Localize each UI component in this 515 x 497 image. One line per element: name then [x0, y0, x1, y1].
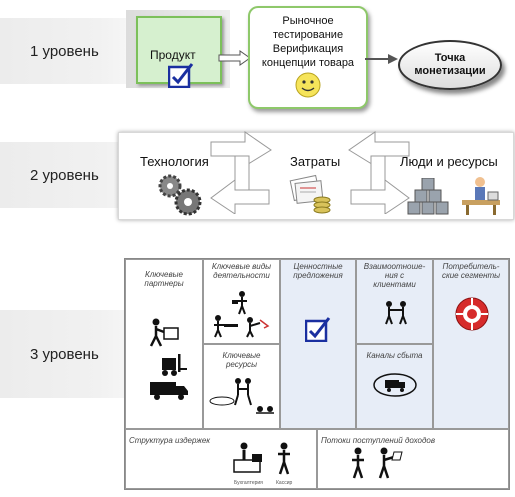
- product-label: Продукт: [150, 48, 196, 62]
- cell-cost-structure: Структура издержек Бухгалтерия Кассир: [125, 429, 317, 489]
- buyers-icon: [352, 447, 403, 479]
- segments-line-2: ские сегменты: [441, 271, 501, 280]
- workers-icon: [214, 291, 270, 338]
- cell-value-propositions: Ценностные предложения: [280, 259, 356, 429]
- value-props-line-1: Ценностные: [293, 262, 343, 271]
- revenue-streams-label: Потоки поступлений доходов: [321, 436, 436, 445]
- documents-coins-icon: [289, 174, 331, 214]
- person-at-desk-icon: [462, 177, 500, 215]
- resources-people-icon: [209, 378, 274, 414]
- gears-icon: [158, 174, 202, 216]
- key-resources-line-2: ресурсы: [225, 360, 258, 369]
- cell-key-resources: Ключевые ресурсы: [203, 344, 280, 429]
- market-testing-box: Рыночное тестирование Верификация концеп…: [248, 6, 368, 109]
- cost-structure-label: Структура издержек: [129, 436, 211, 445]
- relationships-line-2: ния с: [384, 271, 405, 280]
- target-segments-icon: [455, 297, 489, 331]
- cell-key-activities: Ключевые виды деятельности: [203, 259, 280, 344]
- technology-label: Технология: [140, 154, 209, 169]
- key-activities-line-1: Ключевые виды: [211, 262, 272, 271]
- cell-channels: Каналы сбыта: [356, 344, 433, 429]
- key-resources-line-1: Ключевые: [222, 351, 261, 360]
- key-activities-line-2: деятельности: [213, 271, 270, 280]
- checkbox-icon: [305, 317, 331, 342]
- arrow-right-icon: [365, 54, 398, 64]
- truck-icon: [150, 382, 188, 400]
- forklift-icon: [162, 354, 187, 376]
- accountant-cashier-icon: [233, 442, 290, 475]
- business-model-canvas: Ключевые партнеры Ключевые виды деятельн…: [124, 258, 510, 490]
- value-props-line-2: предложения: [293, 271, 343, 280]
- cell-revenue-streams: Потоки поступлений доходов: [317, 429, 509, 489]
- market-line-2: тестирование: [272, 29, 344, 41]
- delivery-cycle-icon: [373, 373, 417, 397]
- costs-label: Затраты: [290, 154, 341, 169]
- market-line-1: Рыночное: [282, 15, 334, 27]
- segments-line-1: Потребитель-: [442, 262, 500, 271]
- checkbox-icon: [168, 63, 194, 88]
- arrow-right-icon: [218, 50, 251, 66]
- smiley-icon: [295, 72, 321, 98]
- cashier-label: Кассир: [276, 480, 293, 486]
- accountant-label: Бухгалтерия: [234, 480, 263, 486]
- key-partners-line-2: партнеры: [144, 279, 184, 288]
- cycle-arrows-icon: [210, 131, 272, 214]
- cell-key-partners: Ключевые партнеры: [125, 259, 203, 429]
- key-partners-line-1: Ключевые: [145, 270, 183, 279]
- boxes-icon: [407, 178, 449, 215]
- monetization-line-1: Точка: [434, 52, 466, 64]
- relationships-line-3: клиентами: [373, 280, 416, 289]
- monetization-ellipse: Точка монетизации: [398, 40, 502, 90]
- person-carrying-box-icon: [149, 318, 179, 347]
- two-people-icon: [385, 301, 407, 325]
- cell-customer-relationships: Взаимоотноше- ния с клиентами: [356, 259, 433, 344]
- market-line-3: Верификация: [272, 43, 344, 55]
- cycle-arrows-icon: [348, 131, 410, 214]
- channels-label: Каналы сбыта: [366, 351, 423, 360]
- cell-customer-segments: Потребитель- ские сегменты: [433, 259, 509, 429]
- people-resources-label: Люди и ресурсы: [400, 154, 498, 169]
- relationships-line-1: Взаимоотноше-: [363, 262, 426, 271]
- market-line-4: концепции товара: [261, 57, 355, 69]
- monetization-line-2: монетизации: [414, 65, 486, 77]
